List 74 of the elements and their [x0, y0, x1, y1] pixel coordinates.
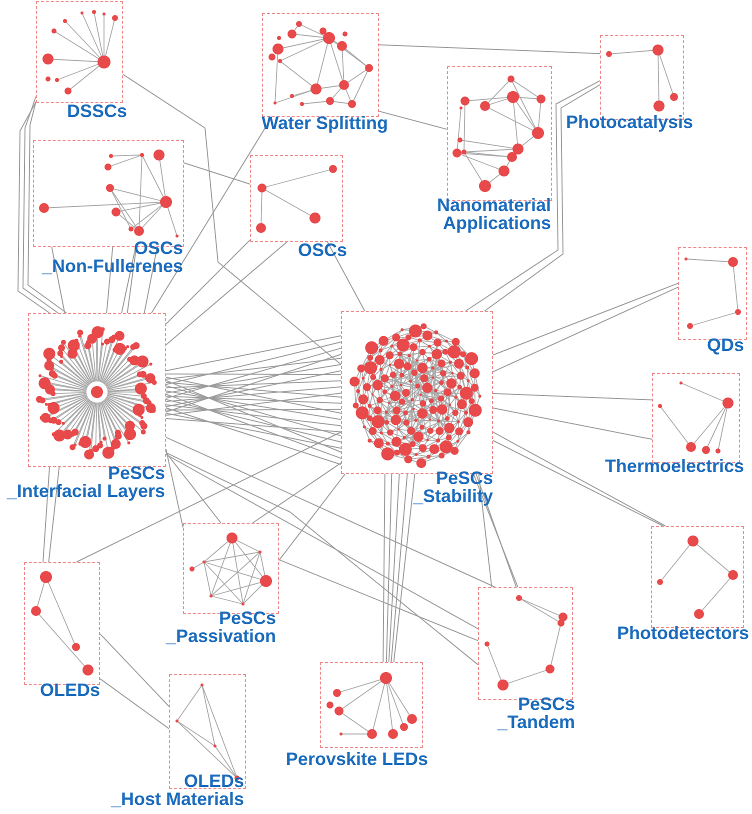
- link-line: [166, 354, 342, 412]
- link-line: [106, 246, 114, 314]
- cluster-label: OLEDs _Host Materials: [110, 772, 244, 808]
- link-line: [166, 452, 222, 524]
- cluster-label: PeSCs _Passivation: [166, 609, 276, 645]
- link-line: [166, 380, 342, 453]
- cluster-label: Water Splitting: [262, 114, 388, 132]
- cluster-label: PeSCs _Stability: [412, 469, 493, 505]
- link-line: [42, 466, 50, 562]
- link-line: [166, 386, 342, 402]
- link-line: [166, 335, 342, 372]
- link-line: [390, 474, 408, 662]
- link-line: [166, 412, 342, 449]
- link-line: [48, 466, 60, 562]
- link-line: [166, 242, 288, 346]
- cluster-label: Thermoelectrics: [604, 457, 744, 475]
- link-line: [386, 474, 392, 662]
- link-line: [492, 286, 678, 372]
- link-line: [166, 436, 496, 588]
- link-line: [166, 392, 342, 416]
- link-line: [382, 474, 386, 662]
- link-line: [166, 404, 342, 426]
- cluster-label: PeSCs _Interfacial Layers: [6, 464, 165, 500]
- link-line: [166, 370, 342, 408]
- link-line: [166, 364, 342, 394]
- cluster-label: OLEDs: [40, 681, 100, 699]
- link-line: [18, 101, 50, 314]
- link-line: [378, 110, 448, 130]
- cluster-label: Nanomaterial Applications: [436, 196, 551, 232]
- link-line: [166, 418, 342, 432]
- link-line: [166, 380, 342, 388]
- link-line: [166, 390, 342, 420]
- link-line: [166, 348, 342, 399]
- link-line: [166, 452, 478, 666]
- link-line: [51, 246, 66, 314]
- link-line: [166, 448, 184, 528]
- link-line: [166, 454, 478, 630]
- link-line: [166, 385, 342, 436]
- cluster-label: Photodetectors: [616, 624, 749, 642]
- link-line: [492, 282, 678, 356]
- link-line: [100, 633, 170, 707]
- cluster-label: QDs: [706, 336, 744, 354]
- link-line: [166, 240, 250, 324]
- link-line: [76, 432, 342, 562]
- link-line: [492, 408, 652, 440]
- cluster-label: PeSCs _Tandem: [497, 695, 575, 731]
- link-line: [166, 374, 342, 376]
- cluster-label: Photocatalysis: [566, 113, 693, 131]
- link-line: [184, 162, 250, 185]
- link-line: [166, 394, 342, 459]
- link-line: [166, 382, 342, 398]
- link-line: [388, 474, 400, 662]
- link-line: [278, 559, 478, 642]
- link-line: [166, 407, 342, 465]
- cluster-label: DSSCs: [66, 102, 127, 120]
- link-line: [166, 399, 342, 442]
- link-line: [122, 74, 342, 365]
- link-line: [278, 474, 346, 561]
- link-line: [478, 474, 492, 588]
- link-line: [151, 116, 272, 314]
- link-line: [492, 393, 652, 400]
- link-line: [378, 44, 600, 54]
- link-line: [166, 376, 342, 414]
- link-line: [166, 342, 342, 385]
- link-line: [166, 358, 342, 380]
- link-line: [166, 408, 342, 410]
- cluster-label: Perovskite LEDs: [286, 750, 428, 768]
- link-line: [327, 242, 366, 312]
- link-line: [252, 462, 342, 524]
- cluster-label: OSCs: [298, 241, 347, 259]
- link-line: [100, 678, 170, 730]
- link-line: [166, 396, 342, 404]
- link-line: [393, 474, 416, 662]
- cluster-label: OSCs _Non-Fullerenes: [42, 239, 183, 275]
